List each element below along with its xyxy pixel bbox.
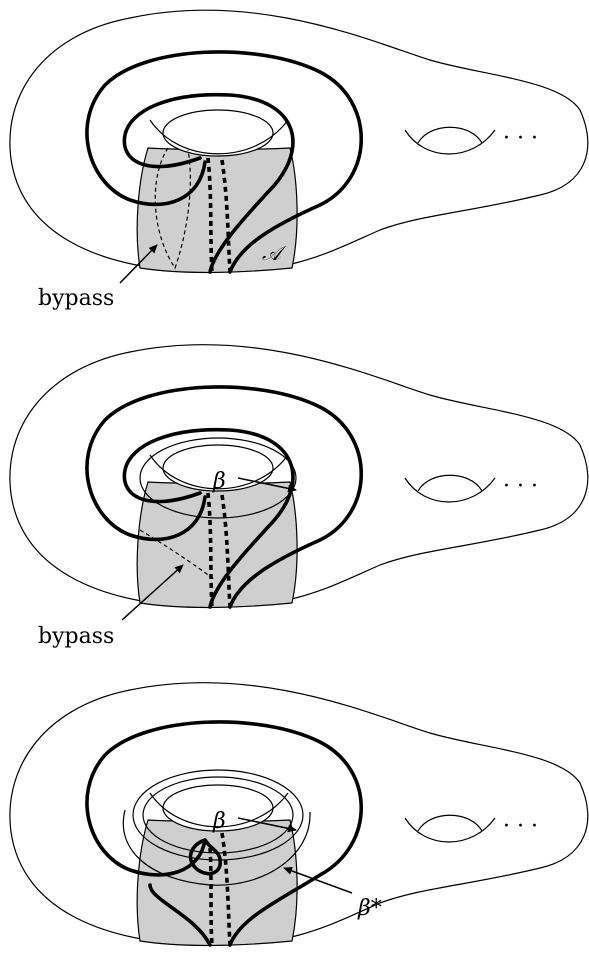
genus-handle-cap xyxy=(417,474,483,492)
curve-inner-thick xyxy=(122,92,295,274)
beta-label: β xyxy=(212,809,226,834)
panel-middle: · · · β bypass xyxy=(9,344,589,649)
beta-star-label: β* xyxy=(357,896,382,921)
surface-outline xyxy=(9,682,589,946)
curve-thick-dotted-2 xyxy=(220,832,232,946)
genus-handle xyxy=(404,477,496,503)
hole xyxy=(162,109,274,157)
curve-thick-dotted-1 xyxy=(208,847,214,946)
handle-top-curve xyxy=(149,792,289,828)
surface-outline xyxy=(9,344,589,608)
curve-outer-thick xyxy=(85,50,363,274)
curve-thick-dotted-2 xyxy=(220,494,232,608)
panel-bottom: · · · β β* xyxy=(9,682,589,947)
beta-arrow xyxy=(237,817,297,833)
handle-top-curve xyxy=(149,119,289,155)
bypass-arrow xyxy=(121,564,184,621)
annulus-region xyxy=(136,819,298,947)
ellipsis-label: · · · xyxy=(503,126,538,151)
curve-inner-thick xyxy=(122,427,295,609)
panel-top: · · · 𝒜 bypass xyxy=(9,9,589,311)
curve-thick-dotted-1 xyxy=(206,157,214,273)
bypass-dashed-curve xyxy=(139,529,216,581)
curve-small-loop xyxy=(188,838,222,876)
ellipsis-label: · · · xyxy=(503,474,538,499)
curve-outer-thick xyxy=(85,720,363,947)
curve-thick-dotted-1 xyxy=(206,492,214,608)
beta-label: β xyxy=(212,469,226,494)
beta-arrow xyxy=(237,477,297,493)
genus-handle-cap xyxy=(417,126,483,144)
handle-top-curve xyxy=(149,454,289,490)
bypass-label: bypass xyxy=(38,624,114,649)
curve-outer-thick xyxy=(85,385,363,609)
genus-handle xyxy=(404,817,496,843)
curve-inner-thick xyxy=(148,883,212,947)
surface-outline xyxy=(9,9,589,273)
ellipsis-label: · · · xyxy=(503,814,538,839)
beta-curve-parallel xyxy=(132,769,304,861)
genus-handle xyxy=(404,129,496,155)
beta-curve xyxy=(139,437,297,519)
bypass-arrow xyxy=(119,244,158,284)
genus-handle-cap xyxy=(417,814,483,832)
bypass-label: bypass xyxy=(38,286,114,311)
beta-star-arrow xyxy=(283,867,353,894)
curve-thick-dotted-2 xyxy=(220,159,232,273)
